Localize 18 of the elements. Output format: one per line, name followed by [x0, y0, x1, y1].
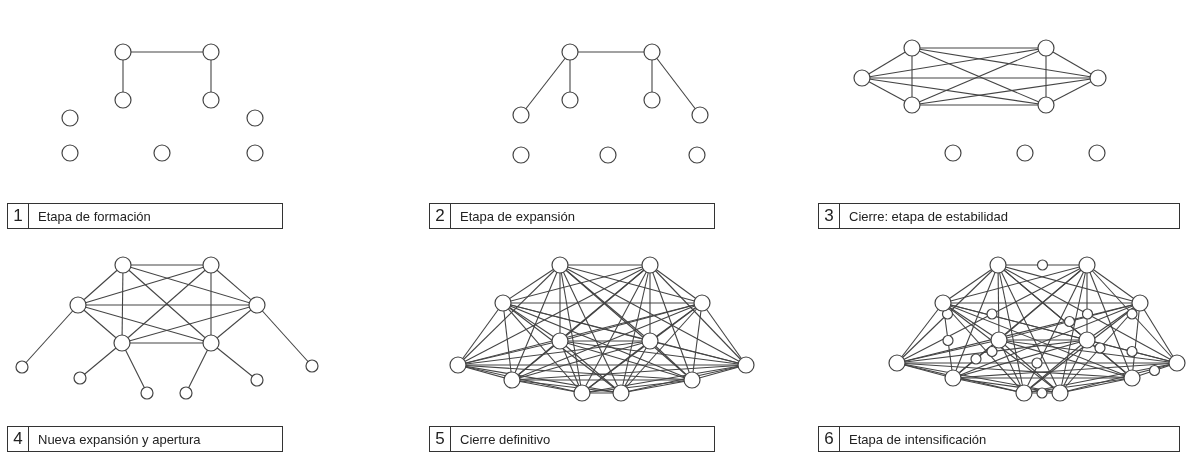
stage-number: 6: [819, 427, 840, 451]
caption-box: [818, 426, 1180, 452]
stage-number: 3: [819, 204, 840, 228]
stage-number: 4: [8, 427, 29, 451]
stage-title: Etapa de intensificación: [848, 431, 987, 447]
stage-number: 2: [430, 204, 451, 228]
stage-title: Cierre definitivo: [459, 431, 551, 447]
caption-box: [818, 203, 1180, 229]
caption-box: [429, 203, 715, 229]
stage-number: 5: [430, 427, 451, 451]
stage-number: 1: [8, 204, 29, 228]
stage-title: Nueva expansión y apertura: [37, 431, 201, 447]
caption-box: [7, 426, 283, 452]
caption-box: [7, 203, 283, 229]
caption-box: [429, 426, 715, 452]
stage-title: Etapa de expansión: [459, 208, 575, 224]
stage-title: Etapa de formación: [37, 208, 151, 224]
stage-title: Cierre: etapa de estabilidad: [848, 208, 1008, 224]
